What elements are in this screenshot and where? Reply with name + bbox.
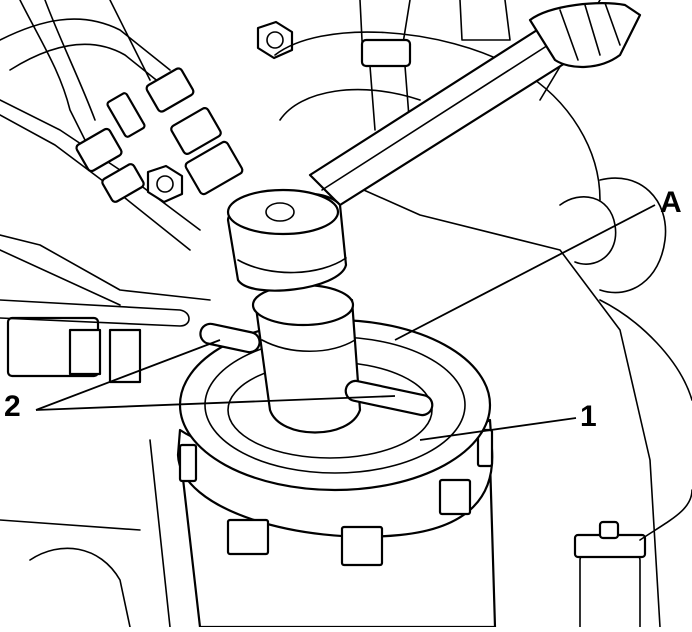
leader-1 [419,417,577,441]
hex-bolt-top [256,20,294,60]
leader-2-upper [35,339,221,411]
cap-teeth [178,428,494,567]
leader-lines [35,204,656,441]
pipe-clamp [573,489,692,628]
callout-a: A [660,186,682,219]
wrench-tool-a [199,2,642,434]
callout-1: 1 [580,400,597,433]
callout-2: 2 [4,390,21,423]
electrical-connector [0,299,190,384]
leader-a [394,204,656,341]
pin-left-2 [199,322,261,354]
hex-bolt-left [146,164,184,204]
filter-housing-1 [176,318,497,629]
leader-2-lower [35,395,396,411]
pin-right-2 [344,379,434,417]
injector-fittings [75,67,244,203]
